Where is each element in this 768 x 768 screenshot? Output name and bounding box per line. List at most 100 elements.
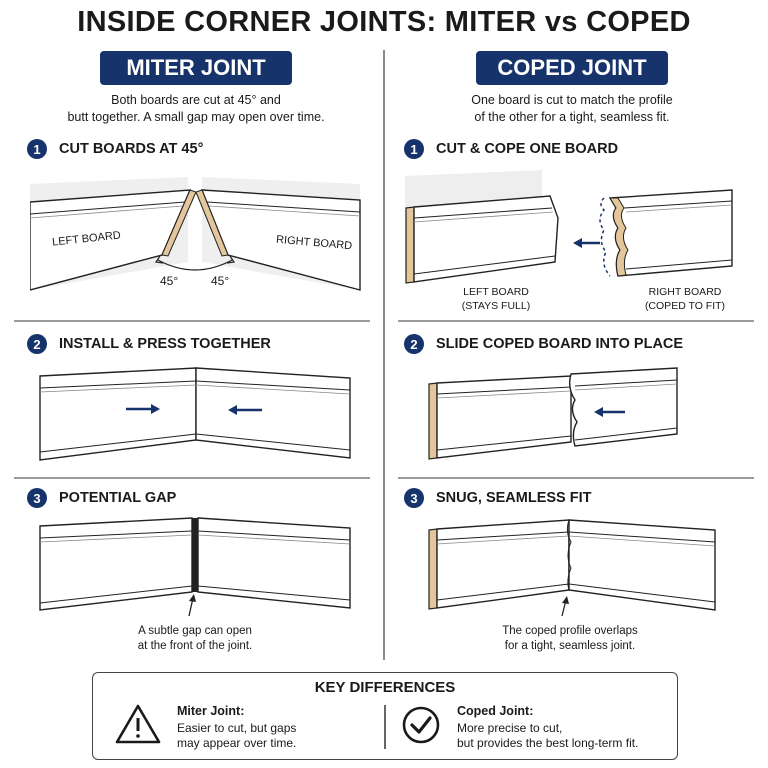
profile-line <box>436 531 570 541</box>
profile-line <box>413 207 553 219</box>
right-board-coped <box>568 367 678 447</box>
profile-line <box>195 384 351 395</box>
step-number: 1 <box>404 139 424 159</box>
step-label: CUT & COPE ONE BOARD <box>436 141 619 157</box>
profile-line <box>625 204 733 213</box>
miter-install-illustration <box>39 367 351 461</box>
arrow-left-icon <box>594 407 603 417</box>
page-title: INSIDE CORNER JOINTS: MITER vs COPED <box>77 6 691 38</box>
base-line <box>436 435 572 451</box>
miter-description: Both boards are cut at 45° and butt toge… <box>16 92 376 126</box>
left-board-end-grain <box>428 382 438 460</box>
base-line <box>39 433 197 453</box>
coped-step-3: 3 SNUG, SEAMLESS FIT <box>404 488 592 508</box>
miter-step-2: 2 INSTALL & PRESS TOGETHER <box>27 334 271 354</box>
step-number: 2 <box>404 334 424 354</box>
profile-line <box>623 200 733 209</box>
miter-gap-caption: A subtle gap can open at the front of th… <box>100 624 290 654</box>
profile-line <box>195 380 351 391</box>
profile-line <box>436 535 570 545</box>
coped-heading: COPED JOINT <box>476 51 668 85</box>
coped-description: One board is cut to match the profile of… <box>392 92 752 126</box>
section-divider <box>398 477 754 479</box>
section-divider <box>14 477 370 479</box>
coped-description-line2: of the other for a tight, seamless fit. <box>474 110 670 124</box>
step-number: 1 <box>27 139 47 159</box>
label-line1: LEFT BOARD <box>463 286 529 298</box>
check-circle <box>402 706 440 744</box>
base-line <box>568 583 716 603</box>
profile-line <box>436 390 572 399</box>
miter-cut-illustration <box>30 177 361 291</box>
profile-line <box>568 531 716 543</box>
base-line <box>197 585 351 601</box>
profile-line <box>39 530 193 539</box>
coped-fit-illustration <box>428 519 716 617</box>
base-line <box>413 255 556 275</box>
miter-key-heading: Miter Joint: <box>177 704 245 718</box>
step-number: 3 <box>404 488 424 508</box>
profile-line <box>39 534 193 543</box>
right-board <box>197 517 351 609</box>
caption-line1: The coped profile overlaps <box>502 625 638 637</box>
miter-heading: MITER JOINT <box>100 51 292 85</box>
step-label: POTENTIAL GAP <box>59 490 177 506</box>
key-differences-box: KEY DIFFERENCES Miter Joint: Easier to c… <box>92 672 678 760</box>
coped-left-board-label: LEFT BOARD (STAYS FULL) <box>436 285 556 313</box>
angle-left-label: 45° <box>160 274 179 288</box>
miter-step-3: 3 POTENTIAL GAP <box>27 488 176 508</box>
profile-line <box>413 211 554 223</box>
caption-line1: A subtle gap can open <box>138 625 252 637</box>
miter-description-line2: butt together. A small gap may open over… <box>67 110 325 124</box>
section-divider <box>14 320 370 322</box>
coped-fit-caption: The coped profile overlaps for a tight, … <box>470 624 670 654</box>
label-line2: (STAYS FULL) <box>461 300 531 312</box>
cope-outline-dashed <box>599 197 611 277</box>
step-label: INSTALL & PRESS TOGETHER <box>59 336 271 352</box>
warning-icon <box>115 704 161 744</box>
seamless-joint-line <box>566 519 572 591</box>
caption-line2: for a tight, seamless joint. <box>504 640 636 652</box>
left-board-profile-line <box>30 201 186 215</box>
profile-line <box>436 386 572 395</box>
check-mark <box>410 716 432 734</box>
step-label: SNUG, SEAMLESS FIT <box>436 490 592 506</box>
right-board-profile-line <box>208 205 361 217</box>
caption-line2: at the front of the joint. <box>137 640 253 652</box>
step-label: SLIDE COPED BOARD INTO PLACE <box>436 336 684 352</box>
text-line2: may appear over time. <box>177 736 297 750</box>
left-board-end-grain <box>405 206 415 284</box>
step-number: 2 <box>27 334 47 354</box>
miter-description-line1: Both boards are cut at 45° and <box>111 93 281 107</box>
left-board-end-grain <box>428 528 438 610</box>
key-differences-title: KEY DIFFERENCES <box>314 679 456 696</box>
profile-line <box>39 384 197 393</box>
arrow-left-icon <box>228 405 237 415</box>
profile-line <box>39 380 197 389</box>
text-line1: Easier to cut, but gaps <box>177 721 297 735</box>
arc-arrowhead <box>226 255 236 264</box>
profile-line <box>574 383 678 391</box>
coped-key-text: More precise to cut, but provides the be… <box>457 721 638 751</box>
warning-triangle <box>115 704 161 744</box>
label-line2: (COPED TO FIT) <box>644 300 726 312</box>
left-miter-cut-face <box>161 189 197 257</box>
key-divider <box>384 705 386 749</box>
angle-right-label: 45° <box>211 274 230 288</box>
label-line1: RIGHT BOARD <box>648 286 722 298</box>
miter-step-1: 1 CUT BOARDS AT 45° <box>27 139 203 159</box>
right-miter-cut-face <box>195 189 229 257</box>
warning-dot <box>136 734 140 738</box>
arrow-right-icon <box>151 404 160 414</box>
profile-line <box>197 530 351 541</box>
text-line2: but provides the best long-term fit. <box>457 736 639 750</box>
profile-line <box>568 535 716 547</box>
base-line <box>574 427 678 441</box>
coped-profile-face <box>609 197 629 277</box>
section-divider <box>398 320 754 322</box>
miter-gap-illustration <box>39 517 351 617</box>
miter-key-text: Easier to cut, but gaps may appear over … <box>177 721 296 751</box>
base-line <box>195 433 351 451</box>
right-board <box>568 519 716 611</box>
profile-line <box>574 379 678 387</box>
